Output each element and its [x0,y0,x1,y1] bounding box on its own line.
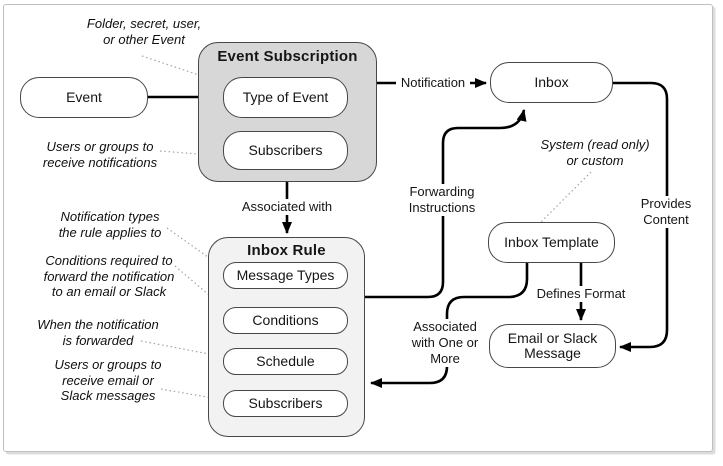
associated-with-edge-label: Associated with [240,199,334,215]
schedule-node: Schedule [223,348,348,375]
users-groups-email-annotation: Users or groups to receive email or Slac… [54,357,162,403]
rule-subscribers-node: Subscribers [223,390,348,417]
edge-inboxrule-to-inbox-forwarding-instructions [365,109,527,299]
type-of-event-node: Type of Event [223,77,348,118]
conditions-required-annotation: Conditions required to forward the notif… [43,253,175,299]
conditions-node: Conditions [223,307,348,334]
folder-secret-annotation: Folder, secret, user, or other Event [86,16,202,47]
notification-edge-label: Notification [396,75,470,91]
defines-format-edge-label: Defines Format [534,286,628,302]
leader-users-groups-email [160,388,231,402]
inbox-template-node: Inbox Template [488,222,615,263]
forwarding-instructions-edge-label: Forwarding Instructions [404,184,480,216]
email-or-slack-message-node: Email or Slack Message [489,324,616,368]
event-node: Event [20,77,148,118]
inbox-node: Inbox [490,62,613,103]
system-read-only-annotation: System (read only) or custom [540,137,650,168]
edge-template-to-inboxrule-associated-one-or-more [370,263,529,388]
event-subscription-title: Event Subscription [217,48,358,65]
leader-system-read-only [532,171,592,231]
message-types-node: Message Types [223,262,348,289]
inbox-rule-title: Inbox Rule [247,242,326,259]
associated-with-one-or-more-edge-label: Associated with One or More [407,319,483,367]
when-forwarded-annotation: When the notification is forwarded [37,317,159,348]
users-groups-notifications-annotation: Users or groups to receive notifications [42,139,158,170]
provides-content-edge-label: Provides Content [636,196,696,228]
subscription-subscribers-node: Subscribers [223,131,348,170]
notification-types-annotation: Notification types the rule applies to [58,209,162,240]
